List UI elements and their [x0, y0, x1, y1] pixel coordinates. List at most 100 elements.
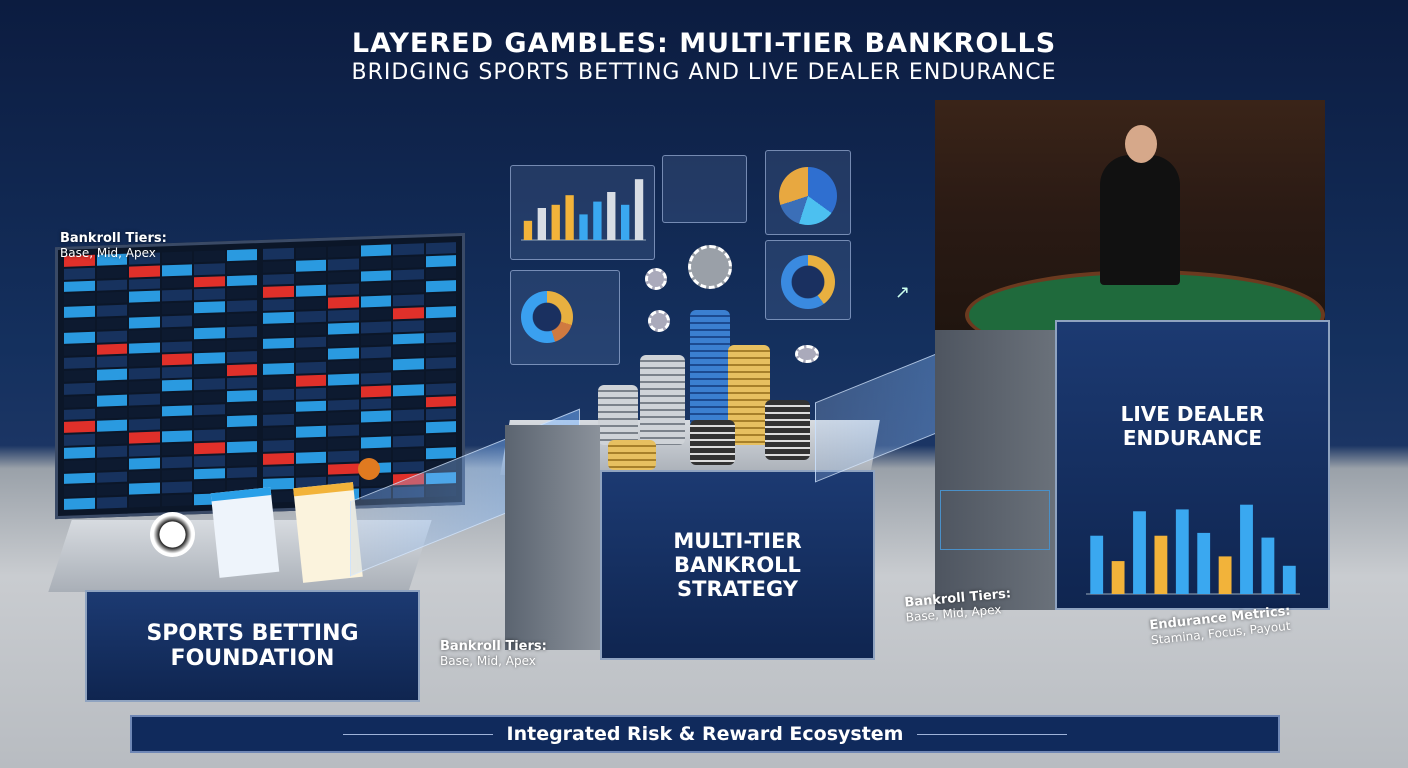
odds-cell — [96, 496, 127, 509]
odds-cell — [360, 410, 391, 423]
bar — [621, 204, 630, 240]
odds-cell — [425, 331, 456, 344]
odds-cell — [96, 432, 127, 445]
bar — [1218, 556, 1232, 594]
odds-cell — [226, 364, 257, 377]
odds-cell — [360, 423, 391, 436]
chip-stack — [728, 345, 770, 445]
odds-cell — [393, 396, 424, 409]
odds-cell — [129, 367, 160, 380]
odds-cell — [194, 314, 225, 327]
donut-chart — [781, 255, 835, 309]
odds-cell — [96, 458, 127, 471]
odds-cell — [64, 318, 95, 331]
odds-cell — [64, 472, 95, 485]
odds-cell — [129, 418, 160, 431]
odds-cell — [295, 259, 326, 272]
bar — [1282, 565, 1296, 594]
odds-cell — [393, 460, 424, 473]
tiers-heading: Bankroll Tiers: — [440, 639, 547, 654]
odds-cell — [263, 260, 294, 273]
poker-chip-icon — [795, 345, 819, 363]
odds-cell — [129, 470, 160, 482]
banner-text: Integrated Risk & Reward Ecosystem — [506, 723, 904, 745]
odds-cell — [295, 336, 326, 349]
odds-cell — [194, 480, 225, 493]
strategy-block-line3: Strategy — [677, 577, 798, 601]
odds-cell — [194, 391, 225, 403]
odds-cell — [161, 392, 192, 405]
chip-stack — [690, 420, 735, 465]
odds-cell — [425, 306, 456, 319]
odds-cell — [194, 416, 225, 429]
odds-cell — [96, 407, 127, 420]
odds-cell — [328, 309, 359, 322]
bar — [1239, 504, 1253, 594]
chip-stack — [608, 440, 656, 470]
odds-cell — [64, 357, 95, 370]
odds-cell — [194, 378, 225, 391]
odds-cell — [226, 249, 257, 261]
odds-cell — [393, 384, 424, 396]
odds-cell — [64, 497, 95, 510]
odds-cell — [161, 404, 192, 417]
odds-cell — [295, 361, 326, 374]
odds-cell — [129, 290, 160, 303]
poker-chip-icon — [645, 268, 667, 290]
divider — [917, 733, 1068, 735]
odds-cell — [129, 444, 160, 457]
odds-cell — [328, 463, 359, 475]
bar — [1260, 537, 1274, 594]
odds-cell — [194, 275, 225, 288]
odds-cell — [96, 483, 127, 496]
odds-cell — [328, 450, 359, 463]
bar — [523, 220, 533, 240]
bar — [1132, 511, 1146, 594]
dealer-block-line2: Endurance — [1122, 426, 1263, 450]
endurance-bar-chart — [1085, 504, 1300, 595]
odds-cell — [161, 430, 192, 443]
odds-cell — [425, 382, 456, 395]
odds-cell — [295, 400, 326, 413]
odds-cell — [393, 448, 424, 460]
pie-chart — [779, 167, 837, 225]
odds-cell — [96, 356, 127, 368]
arrow-icon: ↗ — [895, 282, 911, 303]
odds-cell — [393, 371, 424, 384]
odds-cell — [64, 369, 95, 382]
odds-cell — [129, 406, 160, 418]
odds-cell — [161, 468, 192, 481]
odds-cell — [393, 294, 424, 307]
strategy-block-line2: Bankroll — [674, 553, 801, 577]
odds-cell — [129, 265, 160, 278]
live-dealer-block: Live Dealer Endurance — [1055, 320, 1330, 610]
odds-cell — [263, 299, 294, 311]
odds-cell — [295, 387, 326, 400]
allocation-panel — [510, 270, 620, 365]
odds-cell — [263, 363, 294, 375]
bar — [1153, 535, 1167, 594]
odds-cell — [295, 297, 326, 310]
odds-cell — [129, 380, 160, 393]
odds-cell — [194, 365, 225, 378]
odds-cell — [64, 293, 95, 306]
odds-cell — [360, 346, 391, 359]
bar — [537, 208, 546, 240]
bet-slip — [210, 487, 280, 578]
odds-cell — [194, 250, 225, 263]
odds-cell — [96, 445, 127, 458]
odds-cell — [64, 485, 95, 497]
dealer-figure — [1100, 155, 1180, 285]
odds-cell — [64, 446, 95, 459]
odds-cell — [295, 413, 326, 425]
strategy-block-side — [505, 425, 600, 650]
odds-cell — [295, 285, 326, 297]
odds-cell — [226, 453, 257, 466]
odds-table-left — [64, 249, 257, 510]
donut-chart — [521, 291, 573, 343]
odds-cell — [64, 382, 95, 395]
odds-cell — [129, 431, 160, 444]
odds-cell — [263, 247, 294, 260]
odds-cell — [425, 293, 456, 306]
odds-cell — [161, 328, 192, 341]
